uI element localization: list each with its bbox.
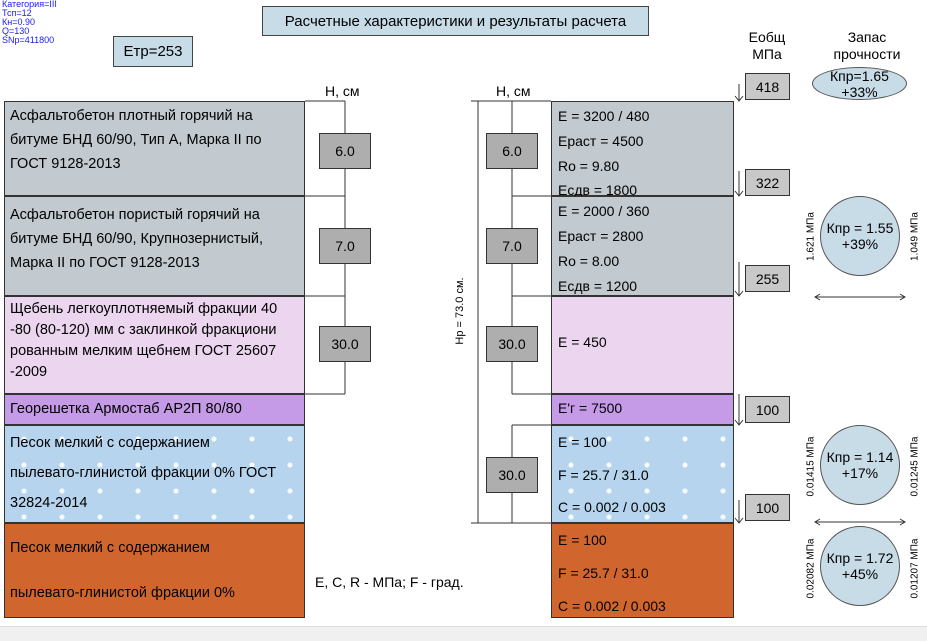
reserve-circle-3: Кпр = 1.72 +45% [820, 526, 900, 606]
bottom-bar [0, 626, 927, 641]
layer-5-description: Песок мелкий с содержанием пылевато-глин… [4, 425, 305, 523]
reserve-header: Запас прочности [833, 29, 901, 62]
info-category: Категория=III [2, 0, 57, 9]
eobsh-value-2: 322 [745, 169, 790, 196]
thickness-left-3: 30.0 [319, 326, 371, 362]
total-thickness-label: Hр = 73.0 см. [454, 277, 466, 345]
units-note: E, C, R - МПа; F - град. [315, 574, 464, 590]
thickness-right-2: 7.0 [486, 228, 538, 264]
info-kn: Кн=0.90 [2, 17, 35, 27]
reserve-ellipse-top: Кпр=1.65 +33% [812, 67, 907, 100]
layer-2-properties: E = 2000 / 360 Eраст = 2800 Ro = 8.00 Eс… [551, 196, 734, 296]
eobsh-header: Eобщ МПа [748, 29, 786, 62]
thickness-left-1: 6.0 [319, 133, 371, 169]
thickness-right-5: 30.0 [486, 457, 538, 493]
thickness-right-1: 6.0 [486, 133, 538, 169]
layer-3-description: Щебень легкоуплотняемый фракции 40 -80 (… [4, 296, 305, 394]
info-q: Q=130 [2, 26, 30, 36]
eobsh-value-1: 418 [745, 73, 790, 100]
layer-4-properties: E'г = 7500 [551, 394, 734, 425]
info-tsp: Тсп=12 [2, 8, 32, 18]
thickness-left-2: 7.0 [319, 228, 371, 264]
eobsh-value-4: 100 [745, 396, 790, 423]
eobsh-value-3: 255 [745, 265, 790, 292]
stress-right-3: 0.01207 МПа [909, 538, 921, 599]
layer-1-properties: E = 3200 / 480 Eраст = 4500 Ro = 9.80 Eс… [551, 101, 734, 198]
layer-3-properties: E = 450 [551, 296, 734, 394]
stress-left-1: 1.621 МПа [805, 212, 817, 261]
layer-4-description: Георешетка Армостаб АР2П 80/80 [4, 394, 305, 425]
stress-left-3: 0.02082 МПа [805, 538, 817, 599]
layer-2-description: Асфальтобетон пористый горячий на битуме… [4, 196, 305, 296]
info-snp: SNp=411800 [2, 35, 55, 45]
reserve-circle-2: Кпр = 1.14 +17% [820, 425, 900, 505]
thickness-header-right: Н, см [496, 83, 531, 99]
reserve-circle-1: Кпр = 1.55 +39% [820, 196, 900, 276]
stress-right-2: 0.01245 МПа [909, 436, 921, 497]
thickness-right-3: 30.0 [486, 326, 538, 362]
layer-6-description: Песок мелкий с содержанием пылевато-глин… [4, 523, 305, 618]
eobsh-value-5: 100 [745, 494, 790, 521]
layer-6-properties: E = 100 F = 25.7 / 31.0 C = 0.002 / 0.00… [551, 523, 734, 618]
etr-value: Eтр=253 [113, 36, 193, 67]
stress-right-1: 1.049 МПа [909, 212, 921, 261]
page-title: Расчетные характеристики и результаты ра… [262, 6, 649, 36]
layer-5-properties: E = 100 F = 25.7 / 31.0 C = 0.002 / 0.00… [551, 425, 734, 523]
layer-1-description: Асфальтобетон плотный горячий на битуме … [4, 101, 305, 196]
thickness-header-left: Н, см [325, 83, 360, 99]
stress-left-2: 0.01415 МПа [805, 436, 817, 497]
